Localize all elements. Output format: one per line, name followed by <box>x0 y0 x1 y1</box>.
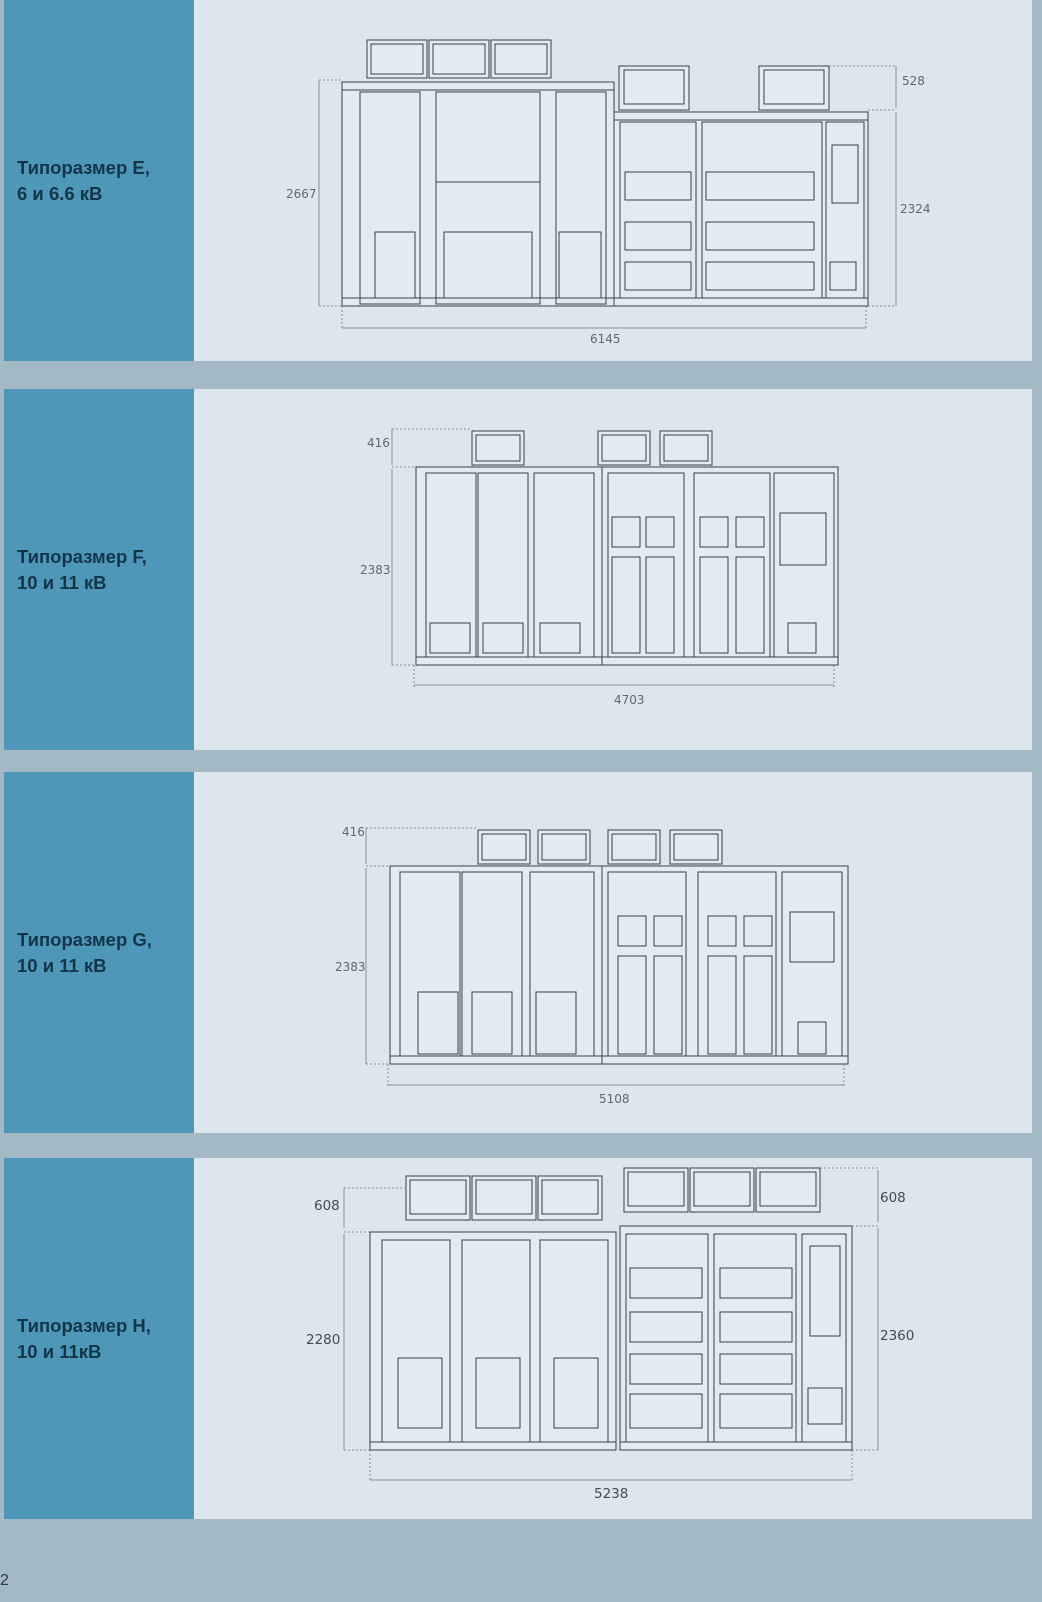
drawing-area: 608 608 2280 2360 5238 <box>194 1158 1032 1519</box>
dim-right-height: 2324 <box>900 202 931 216</box>
dimension-lines <box>391 428 835 687</box>
cabinet-drawing-f: 416 2383 4703 <box>360 428 839 707</box>
top-fan-hoods <box>405 1167 821 1221</box>
top-fan-hoods <box>366 39 830 111</box>
section-size-f: Типоразмер F, 10 и 11 кВ <box>4 389 1032 750</box>
dimension-lines <box>318 65 897 330</box>
drawing-area: 416 2383 5108 <box>194 772 1032 1133</box>
cabinet-right <box>601 466 839 666</box>
drawing-area: 2667 6145 2324 528 <box>194 0 1032 361</box>
cabinet-drawing-g: 416 2383 5108 <box>335 825 849 1106</box>
dim-height: 2280 <box>306 1332 340 1348</box>
cabinet-drawing-h: 608 608 2280 2360 5238 <box>306 1167 914 1502</box>
cabinet-drawing-e: 2667 6145 2324 528 <box>286 39 931 346</box>
dim-width: 5108 <box>599 1092 630 1106</box>
section-title: Типоразмер G, 10 и 11 кВ <box>17 928 152 976</box>
section-label-box: Типоразмер F, 10 и 11 кВ <box>4 389 194 750</box>
dim-height: 2667 <box>286 187 317 201</box>
section-title: Типоразмер H, 10 и 11кВ <box>17 1314 151 1362</box>
dim-height: 2383 <box>360 563 391 577</box>
dimension-lines <box>365 827 845 1087</box>
cabinet-right <box>619 1225 853 1451</box>
section-title: Типоразмер E, 6 и 6.6 кВ <box>17 156 150 204</box>
drawing-area: 416 2383 4703 <box>194 389 1032 750</box>
cabinet-left <box>415 466 603 666</box>
dim-top-left: 608 <box>314 1198 340 1214</box>
dim-top: 416 <box>367 436 390 450</box>
section-title: Типоразмер F, 10 и 11 кВ <box>17 545 147 593</box>
cabinet-left <box>369 1231 617 1451</box>
cabinet-left <box>341 81 615 307</box>
dim-right-height: 2360 <box>880 1328 914 1344</box>
section-label-box: Типоразмер H, 10 и 11кВ <box>4 1158 194 1519</box>
dim-width: 4703 <box>614 693 645 707</box>
cabinet-right <box>613 111 869 307</box>
dim-top-right: 608 <box>880 1190 906 1206</box>
section-size-g: Типоразмер G, 10 и 11 кВ <box>4 772 1032 1133</box>
dim-top: 416 <box>342 825 365 839</box>
section-label-box: Типоразмер E, 6 и 6.6 кВ <box>4 0 194 361</box>
section-label-box: Типоразмер G, 10 и 11 кВ <box>4 772 194 1133</box>
cabinet-left <box>389 865 603 1065</box>
dim-width: 5238 <box>594 1486 628 1502</box>
dim-top: 528 <box>902 74 925 88</box>
section-size-e: Типоразмер E, 6 и 6.6 кВ <box>4 0 1032 361</box>
dim-width: 6145 <box>590 332 621 346</box>
top-fan-hoods <box>471 430 713 466</box>
top-fan-hoods <box>477 829 723 865</box>
section-size-h: Типоразмер H, 10 и 11кВ <box>4 1158 1032 1519</box>
dim-height: 2383 <box>335 960 366 974</box>
page-number: 2 <box>0 1572 9 1589</box>
dimension-lines <box>343 1167 879 1482</box>
cabinet-right <box>601 865 849 1065</box>
